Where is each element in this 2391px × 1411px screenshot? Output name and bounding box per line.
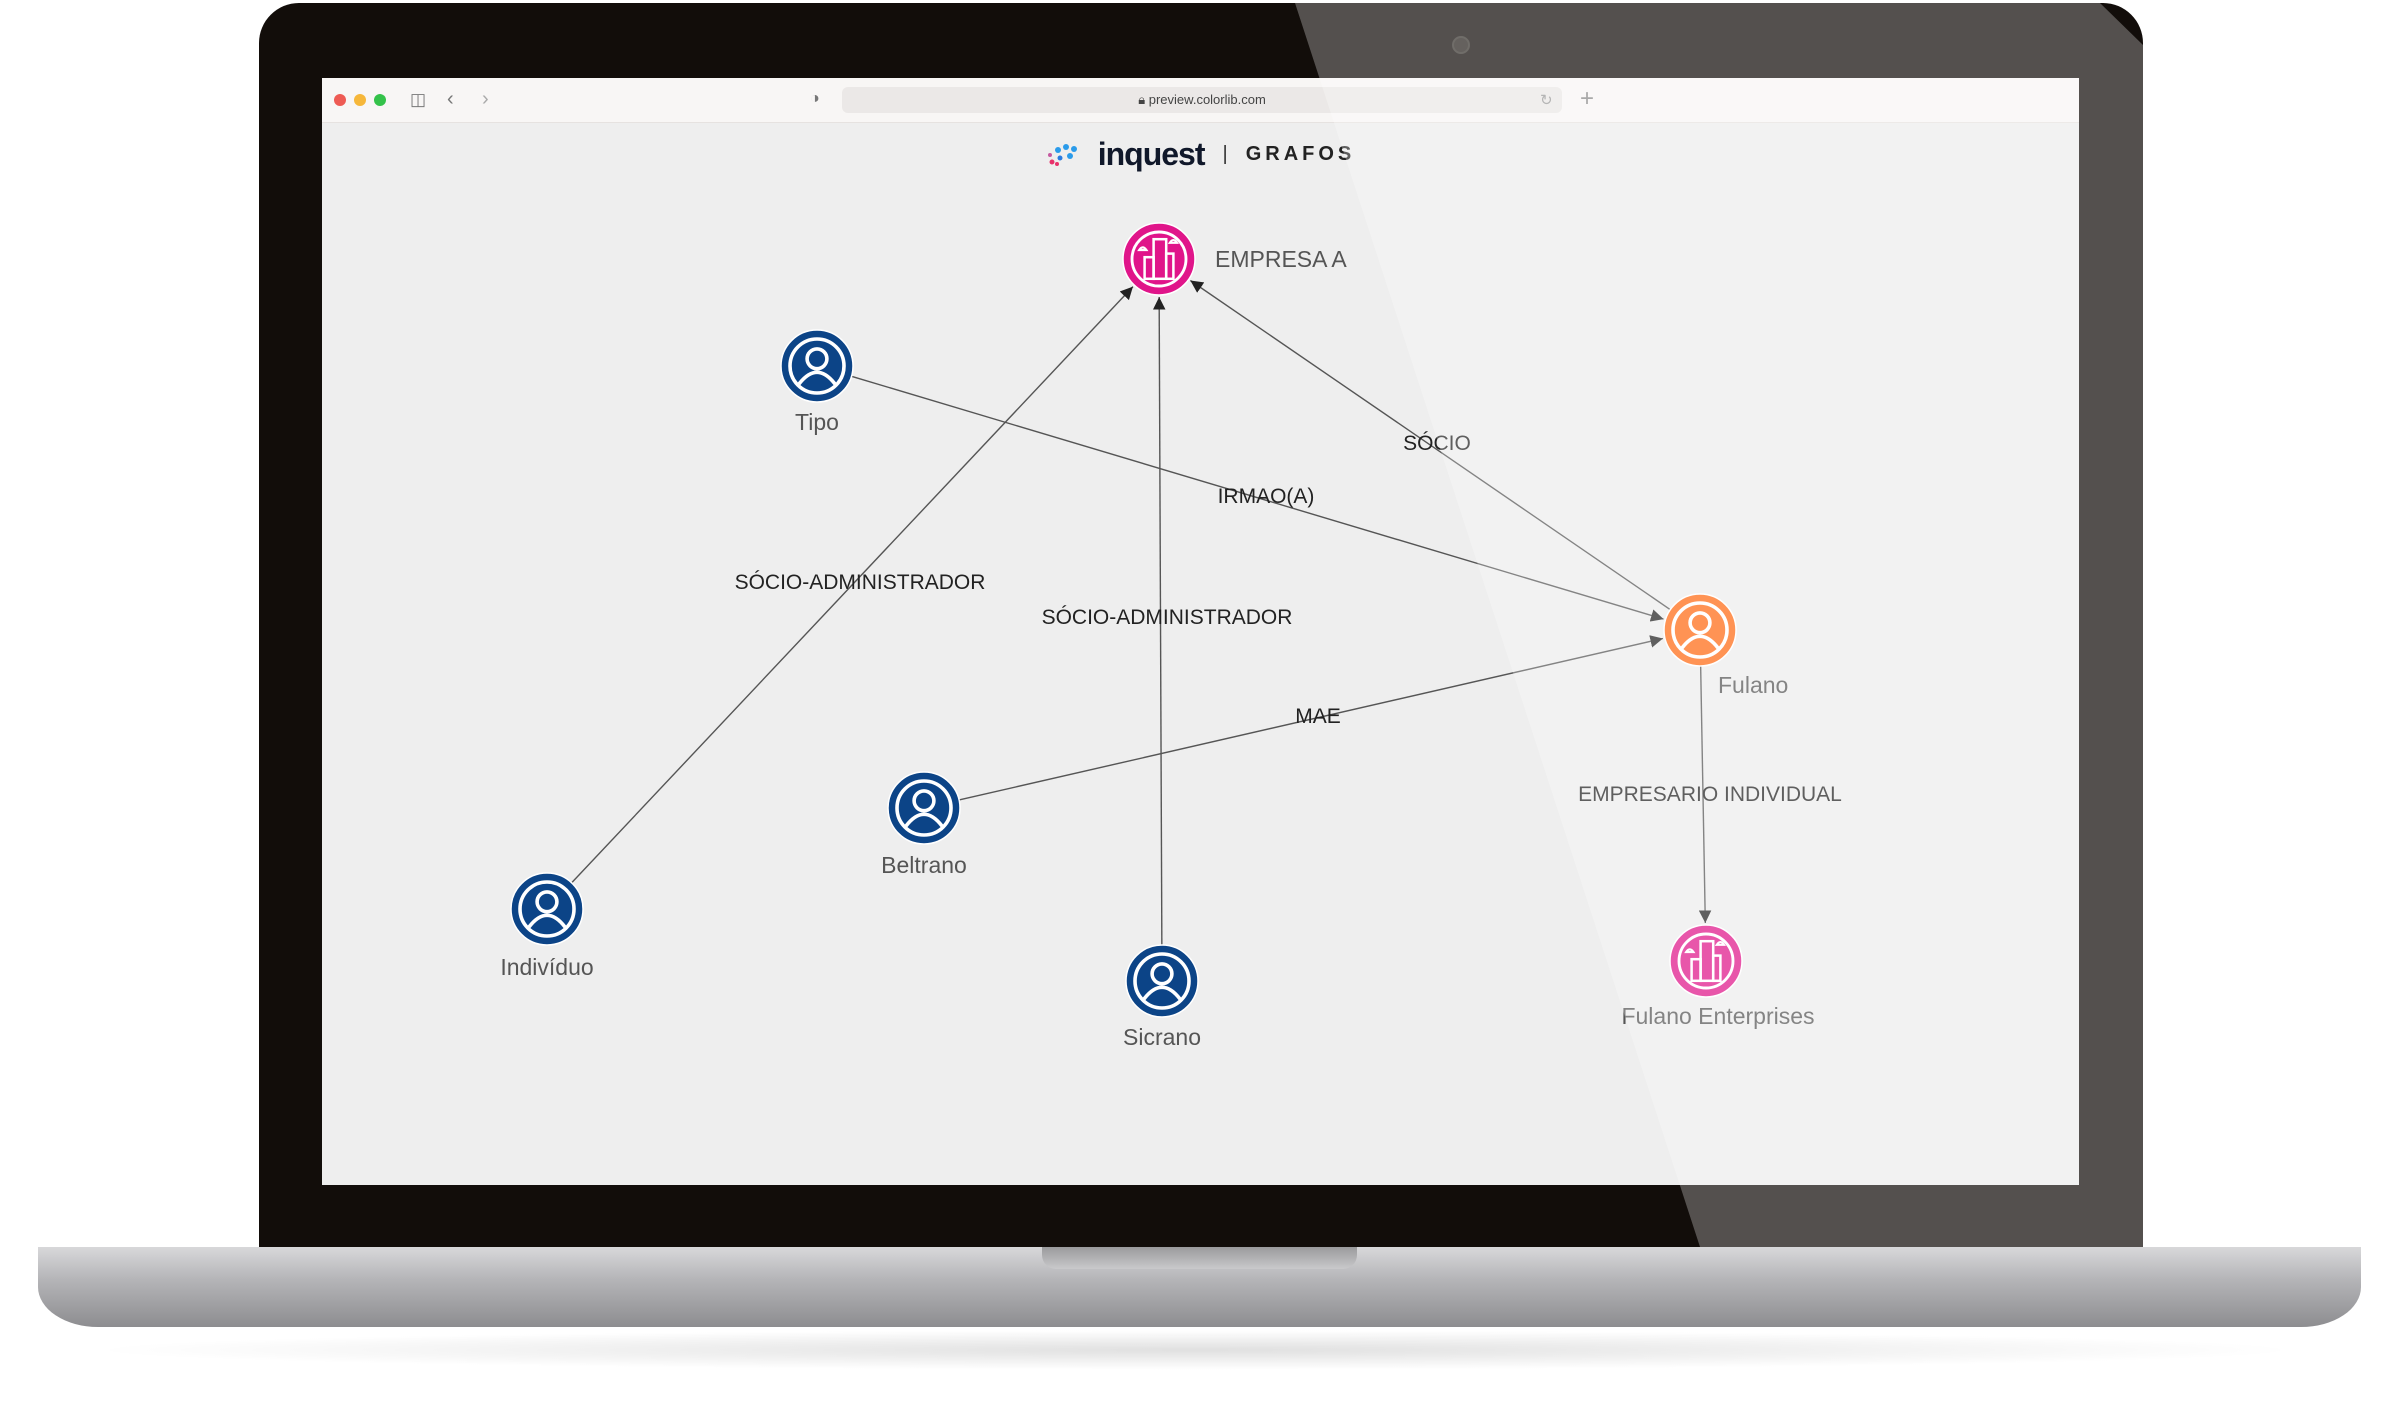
graph-node-individuo[interactable]: Indivíduo: [500, 872, 594, 980]
edge-line[interactable]: [1152, 296, 1166, 946]
edge-label: SÓCIO-ADMINISTRADOR: [735, 571, 986, 594]
edge-label: IRMAO(A): [1218, 485, 1315, 508]
graph-edge[interactable]: MAE: [958, 635, 1664, 801]
logo: inquest | GRAFOS: [1046, 136, 1356, 173]
forward-icon[interactable]: ›: [482, 88, 489, 110]
edge-line[interactable]: [1698, 665, 1712, 924]
graph-edge[interactable]: SÓCIO-ADMINISTRADOR: [1042, 296, 1293, 946]
laptop-notch: [1042, 1247, 1357, 1269]
graph-node-fulano-ent[interactable]: Fulano Enterprises: [1621, 924, 1815, 1029]
node-label: Indivíduo: [500, 954, 593, 980]
close-window-button[interactable]: [334, 94, 346, 106]
graph-edge[interactable]: IRMAO(A): [851, 375, 1664, 622]
maximize-window-button[interactable]: [374, 94, 386, 106]
url-text: preview.colorlib.com: [1148, 92, 1266, 107]
edge-label: MAE: [1295, 705, 1341, 728]
address-bar[interactable]: 🔒︎ preview.colorlib.com: [842, 87, 1562, 113]
node-label: EMPRESA A: [1215, 246, 1347, 272]
graph-node-fulano[interactable]: Fulano: [1663, 593, 1788, 698]
logo-text: inquest: [1097, 136, 1206, 172]
browser-window: ◫ ‹ › ◑ 🔒︎ preview.colorlib.com ↻ + inqu…: [322, 78, 2079, 1185]
node-label: Fulano Enterprises: [1621, 1003, 1814, 1029]
back-icon[interactable]: ‹: [447, 88, 454, 110]
edge-line[interactable]: [851, 375, 1664, 622]
edge-label: SÓCIO: [1403, 432, 1471, 455]
node-label: Sicrano: [1123, 1024, 1201, 1050]
node-circle[interactable]: [1122, 222, 1196, 296]
minimize-window-button[interactable]: [354, 94, 366, 106]
graph-edge[interactable]: SÓCIO: [1189, 279, 1671, 611]
reload-icon[interactable]: ↻: [1540, 92, 1553, 109]
shield-icon[interactable]: ◑: [810, 90, 820, 107]
lock-icon: 🔒︎: [1138, 92, 1146, 107]
node-circle[interactable]: [1669, 924, 1743, 998]
edge-line[interactable]: [958, 635, 1664, 801]
node-label: Beltrano: [881, 852, 967, 878]
header-separator: |: [1222, 143, 1228, 165]
logo-dots-icon: [1047, 143, 1077, 166]
graph-node-beltrano[interactable]: Beltrano: [881, 771, 967, 878]
sidebar-icon[interactable]: ◫: [410, 90, 427, 109]
laptop-shadow: [80, 1330, 2310, 1370]
camera: [1452, 36, 1470, 54]
app-header: inquest | GRAFOS: [322, 136, 2079, 173]
node-label: Fulano: [1718, 672, 1788, 698]
new-tab-icon[interactable]: +: [1580, 85, 1595, 112]
edge-line[interactable]: [1189, 279, 1671, 611]
graph-canvas[interactable]: SÓCIO-ADMINISTRADOR SÓCIO-ADMINISTRADOR SÓ…: [322, 78, 2079, 1185]
graph-node-sicrano[interactable]: Sicrano: [1123, 944, 1201, 1050]
graph-node-empresa-a[interactable]: EMPRESA A: [1122, 222, 1347, 296]
node-label: Tipo: [795, 409, 839, 435]
graph-edge[interactable]: EMPRESARIO INDIVIDUAL: [1578, 665, 1842, 924]
graph-node-tipo[interactable]: Tipo: [780, 329, 854, 435]
edge-label: EMPRESARIO INDIVIDUAL: [1578, 783, 1842, 806]
edge-label: SÓCIO-ADMINISTRADOR: [1042, 606, 1293, 629]
graph-edge[interactable]: SÓCIO-ADMINISTRADOR: [571, 286, 1134, 884]
browser-toolbar: ◫ ‹ › ◑ 🔒︎ preview.colorlib.com ↻ +: [322, 78, 2079, 123]
edge-line[interactable]: [571, 286, 1134, 884]
section-title: GRAFOS: [1245, 143, 1356, 165]
